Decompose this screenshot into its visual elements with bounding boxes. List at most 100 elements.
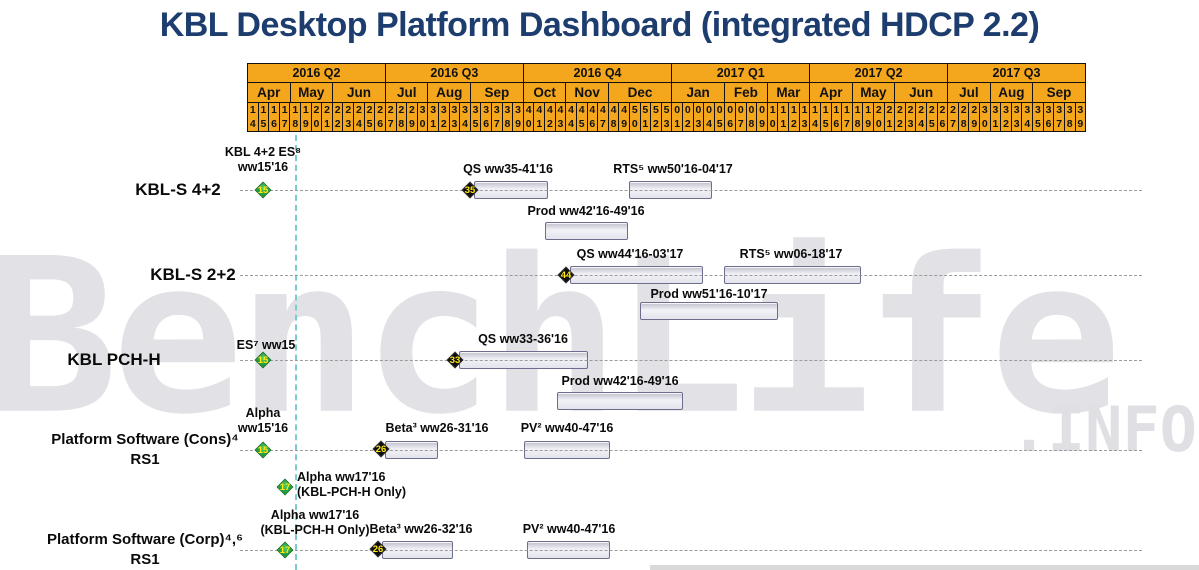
week-tens-digit: 1 bbox=[854, 104, 861, 116]
week-ones-digit: 6 bbox=[271, 118, 277, 130]
bar-label: QS ww44'16-03'17 bbox=[576, 247, 684, 261]
week-tens-digit: 2 bbox=[334, 104, 341, 116]
week-ones-digit: 8 bbox=[1066, 118, 1073, 130]
week-tens-digit: 2 bbox=[907, 104, 914, 116]
row-label-line: KBL PCH-H bbox=[67, 350, 161, 369]
month-cell: Oct bbox=[522, 83, 566, 102]
week-tens-digit: 3 bbox=[504, 104, 511, 116]
week-ones-digit: 0 bbox=[981, 118, 988, 130]
week-ones-digit: 1 bbox=[886, 118, 893, 130]
week-ones-digit: 2 bbox=[684, 118, 691, 130]
month-cell: May bbox=[289, 83, 333, 102]
week-ones-digit: 6 bbox=[727, 118, 734, 130]
week-tens-digit: 1 bbox=[790, 104, 797, 116]
week-tens-digit: 5 bbox=[653, 104, 659, 116]
milestone-week-number: 26 bbox=[372, 543, 384, 555]
week-ones-digit: 9 bbox=[302, 118, 309, 130]
bar-label: PV² ww40-47'16 bbox=[522, 522, 616, 536]
week-tens-digit: 0 bbox=[759, 104, 765, 116]
week-tens-digit: 2 bbox=[960, 104, 967, 116]
week-tens-digit: 4 bbox=[578, 104, 585, 116]
milestone-week-number: 33 bbox=[449, 354, 461, 366]
week-tens-digit: 2 bbox=[886, 104, 893, 116]
week-ones-digit: 4 bbox=[706, 118, 712, 130]
week-tens-digit: 0 bbox=[716, 104, 723, 116]
week-ones-digit: 4 bbox=[249, 118, 256, 130]
month-cell: Dec bbox=[607, 83, 671, 102]
week-ones-digit: 8 bbox=[504, 118, 511, 130]
week-ones-digit: 5 bbox=[472, 118, 479, 130]
week-ones-digit: 7 bbox=[493, 118, 500, 130]
week-ones-digit: 3 bbox=[557, 118, 564, 130]
week-tens-digit: 2 bbox=[377, 104, 384, 116]
week-ones-digit: 7 bbox=[599, 118, 606, 130]
week-ones-digit: 1 bbox=[674, 118, 681, 130]
week-ones-digit: 5 bbox=[366, 118, 373, 130]
week-tens-digit: 0 bbox=[695, 104, 702, 116]
week-ones-digit: 2 bbox=[334, 118, 341, 130]
week-tens-digit: 1 bbox=[292, 104, 299, 116]
week-ones-digit: 6 bbox=[589, 118, 596, 130]
week-ones-digit: 3 bbox=[907, 118, 914, 130]
week-tens-digit: 1 bbox=[281, 104, 288, 116]
week-tens-digit: 0 bbox=[706, 104, 712, 116]
week-ones-digit: 8 bbox=[292, 118, 299, 130]
week-tens-digit: 1 bbox=[769, 104, 776, 116]
week-ones-digit: 0 bbox=[313, 118, 320, 130]
week-ones-digit: 6 bbox=[833, 118, 840, 130]
week-tens-digit: 3 bbox=[493, 104, 500, 116]
week-ones-digit: 8 bbox=[748, 118, 755, 130]
week-tens-digit: 3 bbox=[440, 104, 447, 116]
week-ones-digit: 0 bbox=[525, 118, 532, 130]
month-cell: Mar bbox=[766, 83, 810, 102]
week-tens-digit: 0 bbox=[737, 104, 744, 116]
week-ones-digit: 7 bbox=[281, 118, 288, 130]
week-ones-digit: 5 bbox=[260, 118, 267, 130]
week-ones-digit: 3 bbox=[801, 118, 808, 130]
week-tens-digit: 2 bbox=[345, 104, 352, 116]
week-tens-digit: 2 bbox=[313, 104, 320, 116]
week-tens-digit: 0 bbox=[748, 104, 755, 116]
week-ones-digit: 9 bbox=[971, 118, 978, 130]
milestone-diamond-black: 26 bbox=[372, 440, 390, 458]
current-week-line bbox=[295, 135, 297, 570]
milestone-diamond-green: 15 bbox=[254, 351, 272, 369]
week-tens-digit: 2 bbox=[324, 104, 330, 116]
row-dashline bbox=[240, 275, 1142, 276]
milestone-week-number: 17 bbox=[279, 544, 291, 556]
week-ones-digit: 8 bbox=[854, 118, 861, 130]
week-ones-digit: 7 bbox=[950, 118, 956, 130]
milestone-diamond-black: 35 bbox=[461, 181, 479, 199]
milestone-week-number: 44 bbox=[560, 269, 572, 281]
